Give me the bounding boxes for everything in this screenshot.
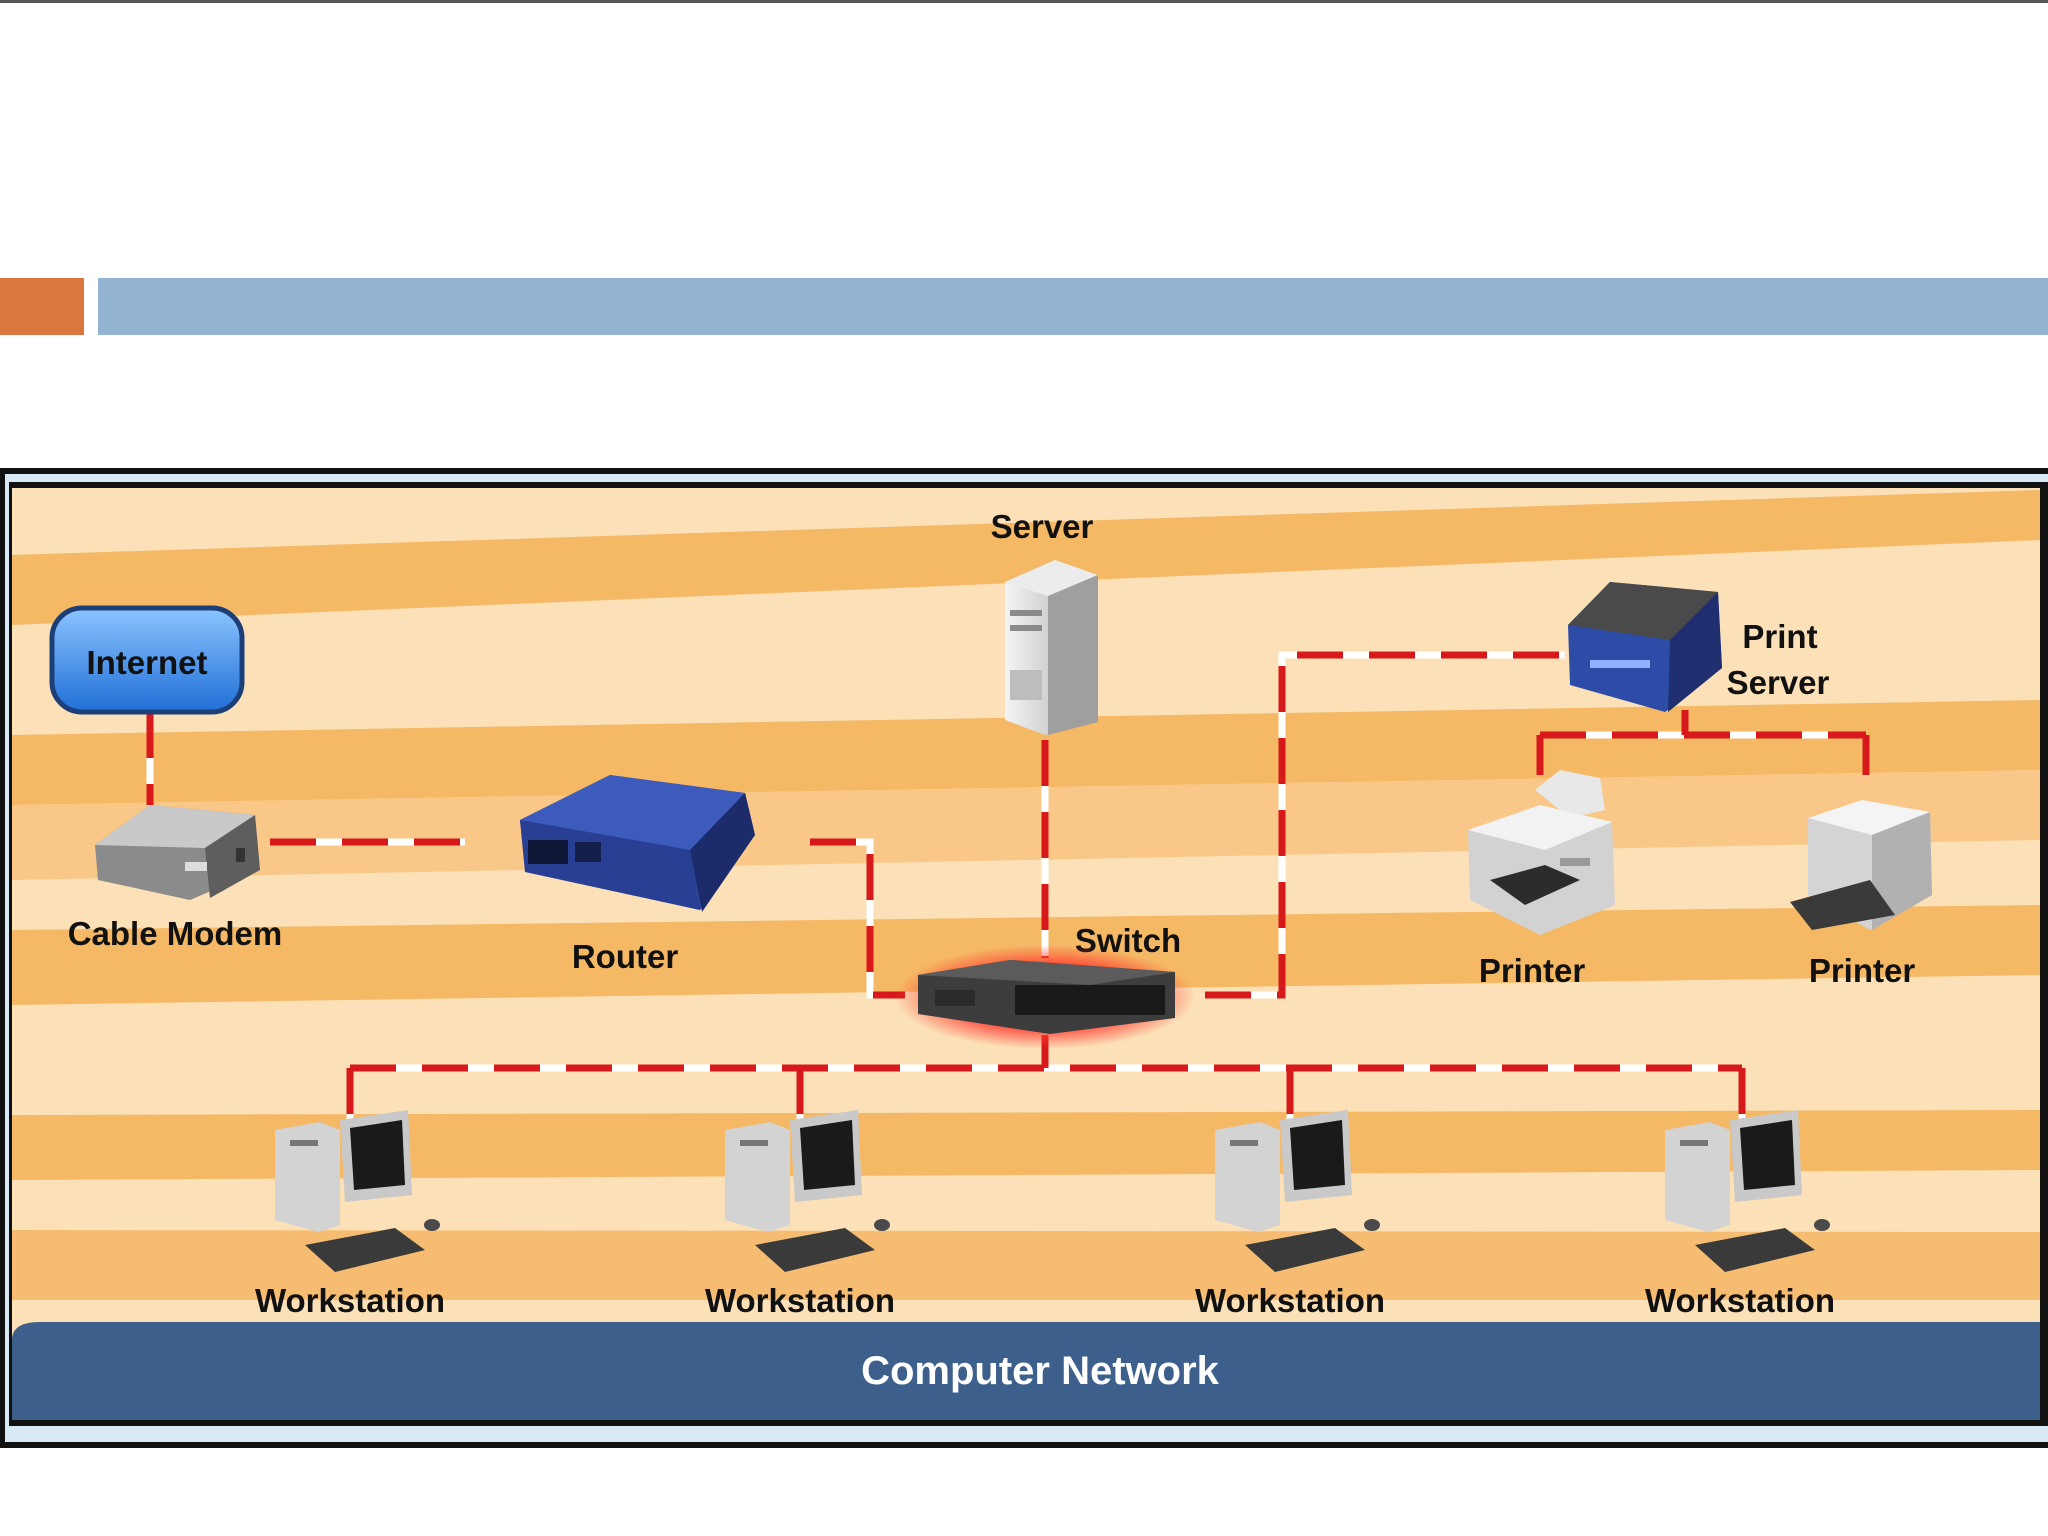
network-cables bbox=[146, 651, 1870, 1120]
printer-label-2: Printer bbox=[1809, 952, 1916, 989]
footer-band bbox=[12, 1322, 2040, 1420]
printer-node-1: Printer bbox=[1468, 770, 1615, 989]
printer-label-1: Printer bbox=[1479, 952, 1586, 989]
switch-node: Switch bbox=[895, 922, 1195, 1049]
workstation-node-2: Workstation bbox=[705, 1110, 895, 1319]
workstation-label-2: Workstation bbox=[705, 1282, 895, 1319]
workstation-label-1: Workstation bbox=[255, 1282, 445, 1319]
cable-modem-node: Cable Modem bbox=[68, 805, 283, 952]
workstation-icon bbox=[725, 1110, 890, 1272]
server-icon bbox=[1005, 560, 1098, 735]
slide-accent-blue-bar bbox=[98, 278, 2048, 335]
workstation-node-3: Workstation bbox=[1195, 1110, 1385, 1319]
printer-node-2: Printer bbox=[1790, 800, 1932, 989]
internet-label: Internet bbox=[86, 644, 207, 681]
server-label: Server bbox=[991, 508, 1094, 545]
print-server-label-line1: Print bbox=[1742, 618, 1817, 655]
diagram-title: Computer Network bbox=[861, 1349, 1220, 1393]
router-icon bbox=[520, 775, 755, 912]
router-node: Router bbox=[520, 775, 755, 975]
router-label: Router bbox=[572, 938, 678, 975]
workstation-node-4: Workstation bbox=[1645, 1110, 1835, 1319]
cable-modem-label: Cable Modem bbox=[68, 915, 283, 952]
workstation-label-3: Workstation bbox=[1195, 1282, 1385, 1319]
switch-icon bbox=[918, 960, 1175, 1034]
server-node: Server bbox=[991, 508, 1098, 735]
print-server-label-line2: Server bbox=[1727, 664, 1830, 701]
workstation-icon bbox=[1665, 1110, 1830, 1272]
workstation-node-1: Workstation bbox=[255, 1110, 445, 1319]
network-diagram: Computer Network Internet Cable Modem bbox=[0, 468, 2048, 1448]
slide-accent-orange-block bbox=[0, 278, 84, 335]
printer-icon bbox=[1468, 770, 1615, 935]
print-server-node: Print Server bbox=[1568, 582, 1830, 712]
internet-node: Internet bbox=[49, 605, 245, 715]
printer-icon bbox=[1790, 800, 1932, 930]
workstation-icon bbox=[275, 1110, 440, 1272]
slide-top-rule bbox=[0, 0, 2048, 3]
print-server-icon bbox=[1568, 582, 1722, 712]
cable-modem-icon bbox=[95, 805, 260, 900]
workstation-label-4: Workstation bbox=[1645, 1282, 1835, 1319]
workstation-icon bbox=[1215, 1110, 1380, 1272]
